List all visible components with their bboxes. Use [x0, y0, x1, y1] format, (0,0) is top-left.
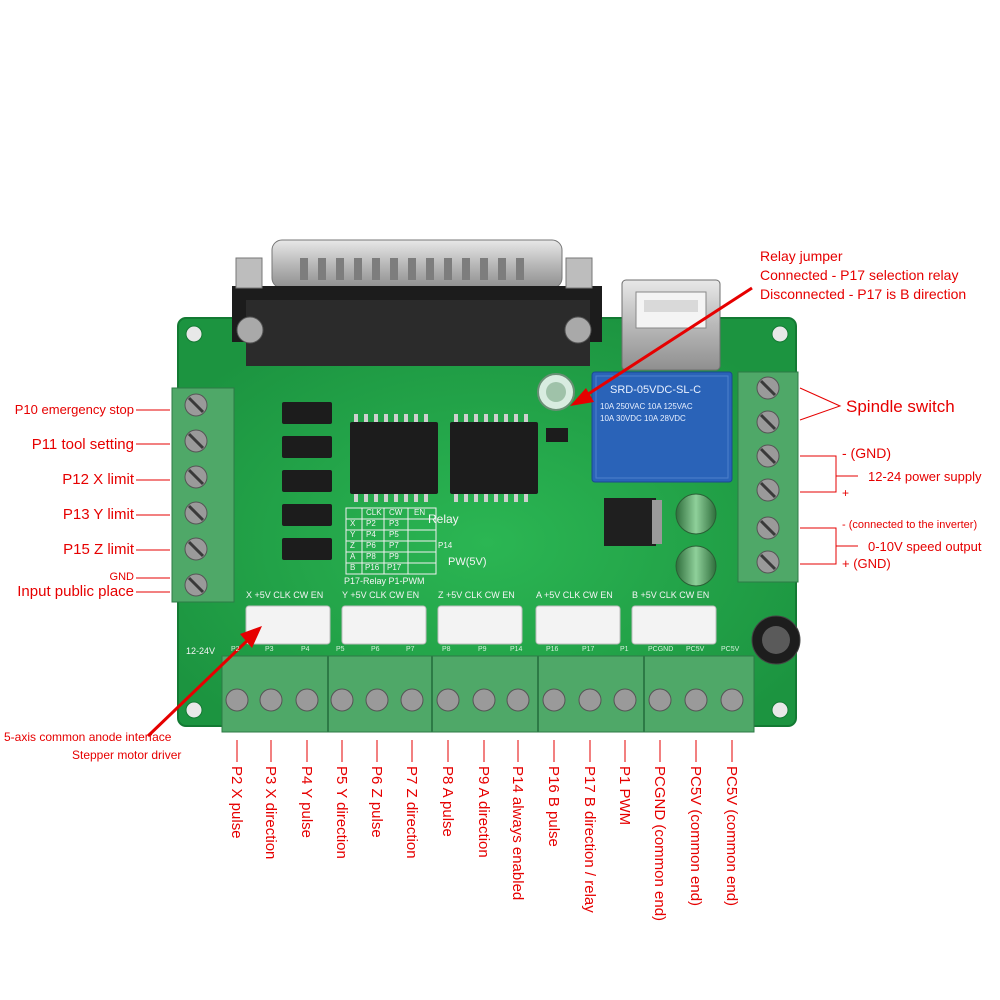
relay-jumper-title: Relay jumper [760, 248, 843, 264]
terminal-silk: P17 [582, 646, 595, 653]
terminal-silk: P16 [546, 646, 559, 653]
axis-header-b: B +5V CLK CW EN [632, 590, 710, 600]
gnd-label: GND [109, 571, 134, 583]
p13-label: P13 Y limit [62, 506, 134, 523]
bottom-label-p7: P7 Z direction [403, 766, 420, 859]
terminal-silk: P5 [336, 646, 345, 653]
voltage-regulator [604, 498, 656, 546]
db25-connector [232, 239, 602, 366]
relay [591, 371, 733, 483]
map-cell: B [350, 563, 356, 572]
map-cell: P6 [366, 541, 376, 550]
bottom-label-p5: P5 Y direction [333, 766, 350, 859]
terminal-silk: P9 [478, 646, 487, 653]
relay-rating-1: 10A 250VAC 10A 125VAC [600, 402, 693, 411]
power-supply-label: 12-24 power supply [868, 469, 982, 484]
inverter-label: - (connected to the inverter) [842, 519, 978, 531]
left-terminal-block [171, 387, 235, 603]
axis-header-x: X +5V CLK CW EN [246, 590, 324, 600]
bottom-label-pcgnd: PCGND (common end) [651, 766, 668, 922]
terminal-silk: P3 [265, 646, 274, 653]
axis-header-z: Z +5V CLK CW EN [438, 590, 515, 600]
driver-note-line1: 5-axis common anode interface [4, 730, 172, 744]
terminal-silk: PC5V [686, 646, 705, 653]
terminal-silk: P8 [442, 646, 451, 653]
terminal-silk: P2 [231, 646, 240, 653]
map-cell: EN [414, 508, 426, 517]
bottom-label-p8: P8 A pulse [439, 766, 456, 837]
map-cell: X [350, 519, 356, 528]
p12-label: P12 X limit [62, 471, 134, 488]
bottom-label-p9: P9 A direction [475, 766, 492, 858]
map-cell: A [350, 552, 356, 561]
spindle-switch-label: Spindle switch [846, 397, 955, 416]
terminal-silk: P14 [510, 646, 523, 653]
map-cell: P7 [389, 541, 399, 550]
map-cell: P16 [365, 563, 380, 572]
map-cell: CLK [366, 508, 382, 517]
map-cell: P2 [366, 519, 376, 528]
terminal-silk: PC5V [721, 646, 740, 653]
motor-headers [245, 605, 717, 645]
bottom-label-p17: P17 B direction / relay [581, 766, 598, 913]
bottom-label-p4: P4 Y pulse [298, 766, 315, 839]
terminal-silk: P1 [620, 646, 629, 653]
map-cell: P9 [389, 552, 399, 561]
gnd-bottom-label: + (GND) [842, 556, 891, 571]
voltage-silk: 12-24V [186, 646, 216, 656]
pw-silk: PW(5V) [448, 556, 487, 568]
usb-port [621, 279, 721, 371]
relay-silk: Relay [428, 512, 459, 526]
p10-label: P10 emergency stop [14, 402, 134, 417]
bottom-label-pc5v-b: PC5V (common end) [723, 766, 740, 907]
mapping-title-silk: P17-Relay P1-PWM [344, 576, 425, 586]
electrolytic-capacitor-small [537, 373, 575, 411]
right-terminal-block [737, 371, 799, 583]
bottom-terminal-block [221, 655, 755, 733]
map-cell: P8 [366, 552, 376, 561]
driver-note-line2: Stepper motor driver [72, 748, 182, 762]
bottom-label-p2: P2 X pulse [228, 766, 245, 839]
relay-jumper-arrow [570, 286, 753, 406]
buffer-ics [350, 414, 538, 502]
input-public-label: Input public place [17, 583, 134, 600]
bottom-label-pc5v-a: PC5V (common end) [687, 766, 704, 907]
mapping-table-grid [345, 507, 437, 575]
gnd-top-label: - (GND) [842, 445, 891, 461]
speed-output-label: 0-10V speed output [868, 539, 982, 554]
p15-label: P15 Z limit [63, 541, 134, 558]
plus-top-label: + [842, 486, 850, 500]
annotation-lines [136, 387, 858, 762]
bottom-label-p16: P16 B pulse [545, 766, 562, 847]
map-cell: P5 [389, 530, 399, 539]
map-cell: Z [350, 541, 355, 550]
map-cell: CW [389, 508, 403, 517]
axis-header-y: Y +5V CLK CW EN [342, 590, 420, 600]
map-cell: P17 [387, 563, 402, 572]
map-cell: P4 [366, 530, 376, 539]
relay-jumper-disconnected: Disconnected - P17 is B direction [760, 286, 967, 302]
map-cell: Y [350, 530, 356, 539]
terminal-silk: P6 [371, 646, 380, 653]
relay-model-silk: SRD-05VDC-SL-C [610, 384, 702, 396]
terminal-silk: P4 [301, 646, 310, 653]
terminal-silk: PCGND [648, 646, 674, 653]
relay-jumper-header [546, 428, 568, 442]
driver-arrow [146, 626, 262, 738]
terminal-silk: P7 [406, 646, 415, 653]
relay-rating-2: 10A 30VDC 10A 28VDC [600, 414, 686, 423]
relay-jumper-connected: Connected - P17 selection relay [760, 267, 959, 283]
p11-label: P11 tool setting [31, 436, 134, 453]
optocouplers [282, 402, 332, 560]
map-cell: P3 [389, 519, 399, 528]
bottom-label-p1: P1 PWM [616, 766, 633, 826]
bottom-label-p14: P14 always enabled [509, 766, 526, 901]
axis-header-a: A +5V CLK CW EN [536, 590, 613, 600]
p14-silk: P14 [438, 541, 453, 550]
bottom-label-p3: P3 X direction [262, 766, 279, 860]
electrolytic-capacitors [675, 493, 801, 665]
bottom-label-p6: P6 Z pulse [368, 766, 385, 838]
